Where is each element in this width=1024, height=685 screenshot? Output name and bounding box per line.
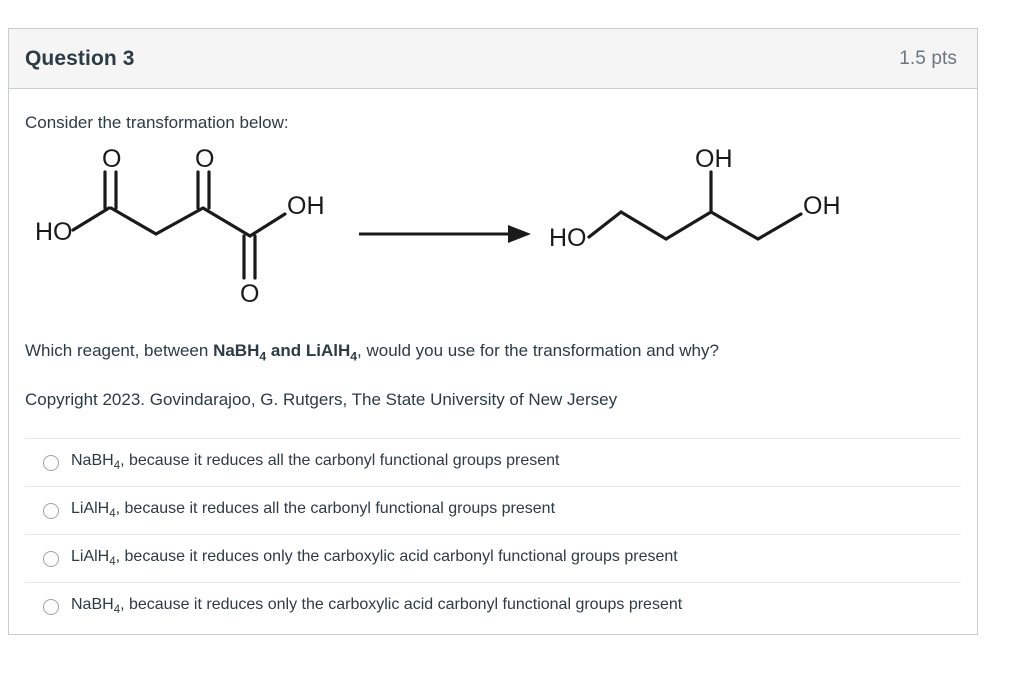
prompt-intro: Consider the transformation below: bbox=[25, 113, 289, 132]
answer-2-pre: LiAlH bbox=[71, 500, 110, 518]
question-points: 1.5 pts bbox=[899, 47, 957, 69]
prompt-question-post: , would you use for the transformation a… bbox=[357, 340, 719, 360]
answer-option-3-label: LiAlH4, because it reduces only the carb… bbox=[71, 547, 678, 570]
answer-4-sub: 4 bbox=[113, 604, 121, 617]
question-card: Question 3 1.5 pts Consider the transfor… bbox=[8, 28, 978, 636]
answer-option-3[interactable]: LiAlH4, because it reduces only the carb… bbox=[25, 534, 961, 582]
answer-3-post: , because it reduces only the carboxylic… bbox=[115, 548, 678, 566]
answer-option-2[interactable]: LiAlH4, because it reduces all the carbo… bbox=[25, 486, 961, 534]
reaction-scheme: HO O O OH O bbox=[21, 142, 961, 337]
reaction-scheme-svg: HO O O OH O bbox=[35, 145, 841, 308]
question-title: Question 3 bbox=[25, 46, 135, 70]
label-product-oh-right: OH bbox=[803, 192, 841, 220]
answer-4-post: , because it reduces only the carboxylic… bbox=[120, 596, 683, 614]
radio-button-icon-3[interactable] bbox=[43, 550, 59, 567]
question-body: Consider the transformation below: bbox=[9, 89, 977, 634]
answer-2-post: , because it reduces all the carbonyl fu… bbox=[115, 500, 556, 518]
answer-1-sub: 4 bbox=[113, 460, 121, 473]
reagent-lialh4-sub: 4 bbox=[350, 349, 358, 364]
label-product-oh-top: OH bbox=[695, 145, 733, 173]
radio-button-icon-1[interactable] bbox=[43, 454, 59, 471]
answer-3-pre: LiAlH bbox=[71, 548, 110, 566]
reagent-lialh4-sub-wrap: 4 bbox=[350, 341, 358, 364]
reagent-nabh4-text: NaBH bbox=[213, 340, 260, 360]
reaction-arrow bbox=[359, 224, 531, 243]
answer-option-4[interactable]: NaBH4, because it reduces only the carbo… bbox=[25, 582, 961, 630]
prompt-question-pre: Which reagent, between bbox=[25, 340, 214, 360]
answer-option-1-label: NaBH4, because it reduces all the carbon… bbox=[71, 451, 559, 474]
answer-4-pre: NaBH bbox=[71, 596, 114, 614]
question-header: Question 3 1.5 pts bbox=[9, 29, 977, 89]
answer-1-pre: NaBH bbox=[71, 452, 114, 470]
label-reactant-o-mid: O bbox=[195, 145, 214, 173]
copyright-notice: Copyright 2023. Govindarajoo, G. Rutgers… bbox=[25, 389, 618, 409]
label-reactant-o-left: O bbox=[102, 145, 121, 173]
radio-button-icon-4[interactable] bbox=[43, 598, 59, 615]
answer-option-2-label: LiAlH4, because it reduces all the carbo… bbox=[71, 499, 555, 522]
answer-option-4-label: NaBH4, because it reduces only the carbo… bbox=[71, 595, 682, 618]
answer-option-1[interactable]: NaBH4, because it reduces all the carbon… bbox=[25, 438, 961, 486]
prompt-question: Which reagent, between NaBH4 and LiAlH4,… bbox=[25, 339, 961, 366]
answer-options-list: NaBH4, because it reduces all the carbon… bbox=[25, 438, 961, 634]
label-reactant-o-bottom: O bbox=[240, 280, 259, 308]
answer-3-sub: 4 bbox=[109, 556, 116, 569]
label-reactant-oh: OH bbox=[287, 192, 325, 220]
answer-2-sub: 4 bbox=[109, 508, 116, 521]
reagent-nabh4-sub: 4 bbox=[259, 349, 267, 364]
radio-button-icon-2[interactable] bbox=[43, 502, 59, 519]
label-reactant-ho: HO bbox=[35, 218, 73, 246]
reagent-nabh4: NaBH4 bbox=[213, 340, 267, 364]
label-product-ho: HO bbox=[549, 224, 587, 252]
reagent-conjunction: and LiAlH bbox=[266, 340, 351, 360]
answer-1-post: , because it reduces all the carbonyl fu… bbox=[120, 452, 560, 470]
